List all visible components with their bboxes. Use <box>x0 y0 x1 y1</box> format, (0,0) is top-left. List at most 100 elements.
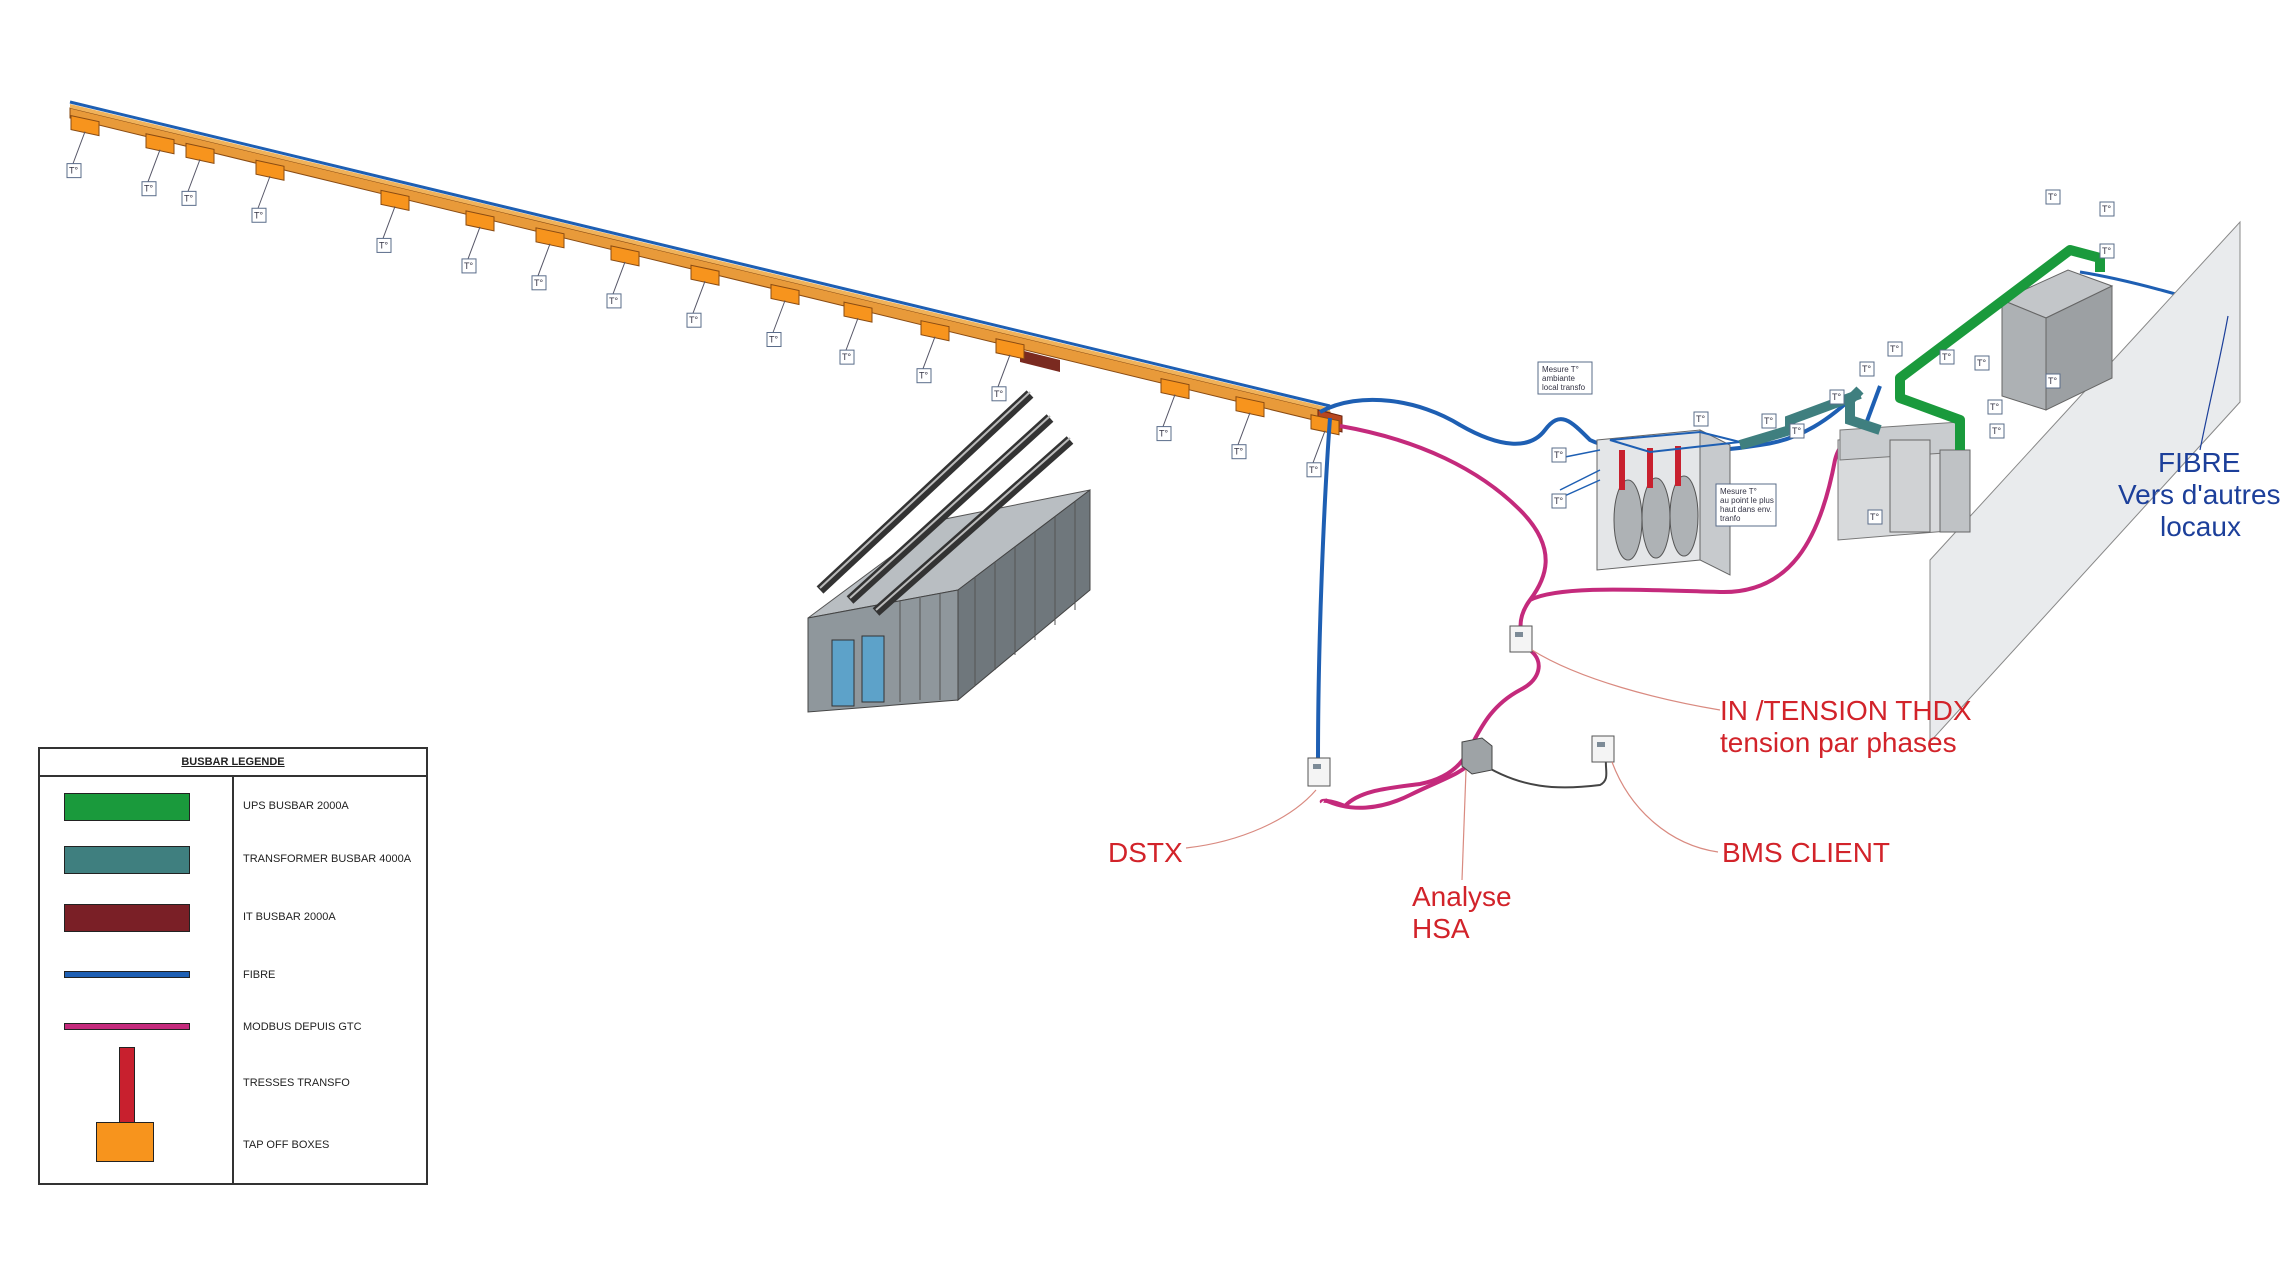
temperature-tag-label: T° <box>1992 426 2001 436</box>
temperature-tag-label: T° <box>1977 358 1986 368</box>
legend-swatch-fibre <box>64 971 190 978</box>
temperature-tag-box <box>1306 462 1322 478</box>
callout-dstx: DSTX <box>1108 837 1183 868</box>
bms-client-device <box>1591 735 1615 763</box>
tag-leader <box>922 336 936 369</box>
temperature-tag-label: T° <box>2102 204 2111 214</box>
tag-leader <box>537 243 551 276</box>
temperature-tag-label: T° <box>534 278 543 288</box>
temperature-tags: T°T°T°T°T°T°T°T°T°T°T°T°T°T°T°T°T°T°T°T°… <box>66 131 2115 525</box>
temperature-tag-label: T° <box>1792 426 1801 436</box>
callout-in-tension: IN /TENSION THDX <box>1720 695 1972 726</box>
temperature-tag-label: T° <box>769 335 778 345</box>
legend-label-tap-off-boxes: TAP OFF BOXES <box>243 1139 330 1151</box>
temperature-tag-box <box>1156 426 1172 442</box>
temperature-tag-label: T° <box>254 210 263 220</box>
temperature-tag-box <box>686 312 702 328</box>
tap-off-box <box>995 338 1025 360</box>
server-racks <box>807 390 1091 713</box>
callout-analyse: Analyse <box>1412 881 1512 912</box>
temperature-tag-box <box>1693 411 1709 427</box>
svg-text:Mesure T°: Mesure T° <box>1542 365 1579 374</box>
svg-text:ambiante: ambiante <box>1542 374 1575 383</box>
tag-leader <box>72 131 86 164</box>
temperature-tag-box <box>606 293 622 309</box>
legend-label-fibre: FIBRE <box>243 969 276 981</box>
legend-divider <box>232 775 234 1185</box>
bms-link-line <box>1475 759 1608 789</box>
temperature-tag-box <box>916 368 932 384</box>
callout-leaders <box>1185 315 2229 881</box>
svg-text:au point le plus: au point le plus <box>1720 496 1774 505</box>
callout-tension-phases: tension par phases <box>1720 727 1957 758</box>
tag-leader <box>772 300 786 333</box>
temperature-tag-box <box>766 332 782 348</box>
temperature-tag-label: T° <box>1234 447 1243 457</box>
tap-off-box <box>1235 396 1265 418</box>
temperature-tag-box <box>1551 447 1567 463</box>
callout-hsa: HSA <box>1412 913 1470 944</box>
temperature-tag-label: T° <box>2102 246 2111 256</box>
temperature-tag-box <box>66 163 82 179</box>
temperature-tag-box <box>2099 243 2115 259</box>
note-haut-l2: au point le plus <box>1720 496 1774 505</box>
legend-label-modbus: MODBUS DEPUIS GTC <box>243 1021 362 1033</box>
temperature-tag-label: T° <box>609 296 618 306</box>
temperature-tag-box <box>2099 201 2115 217</box>
temperature-tag-label: T° <box>1990 402 1999 412</box>
temperature-tag-label: T° <box>1554 496 1563 506</box>
callout-fibre: FIBRE <box>2158 447 2240 478</box>
tag-leader <box>997 354 1011 387</box>
temperature-tag-box <box>1859 361 1875 377</box>
temperature-tag-box <box>991 386 1007 402</box>
tap-off-box <box>255 159 285 181</box>
it-busbar-run <box>69 100 1343 433</box>
tap-off-box <box>465 210 495 232</box>
temperature-tag-box <box>141 181 157 197</box>
legend-label-it-busbar: IT BUSBAR 2000A <box>243 911 336 923</box>
temperature-tag-box <box>1887 341 1903 357</box>
tap-off-box <box>690 264 720 286</box>
note-ambiante-l1: Mesure T° <box>1542 365 1579 374</box>
temperature-tag-label: T° <box>1870 512 1879 522</box>
tag-leader <box>467 226 481 260</box>
note-mesure-ambiante: Mesure T° ambiante local transfo <box>1537 361 1593 395</box>
legend-swatch-tap-off-boxes <box>96 1122 154 1162</box>
tag-leader <box>612 261 626 295</box>
temperature-tag-box <box>1939 349 1955 365</box>
temperature-tag-box <box>1551 493 1567 509</box>
tap-off-box <box>920 320 950 342</box>
legend-swatch-transformer-busbar <box>64 846 190 874</box>
temperature-tag-label: T° <box>1696 414 1705 424</box>
busbar-legend: BUSBAR LEGENDE UPS BUSBAR 2000A TRANSFOR… <box>38 747 428 1185</box>
tap-off-box <box>535 227 565 249</box>
temperature-tag-label: T° <box>1890 344 1899 354</box>
svg-text:haut dans env.: haut dans env. <box>1720 505 1772 514</box>
tap-off-box <box>610 245 640 267</box>
temperature-tag-box <box>1989 423 2005 439</box>
tap-off-boxes <box>70 115 1340 436</box>
temperature-tag-box <box>1867 509 1883 525</box>
temperature-tag-box <box>251 207 267 223</box>
temperature-tag-box <box>181 190 197 206</box>
legend-label-tresses-transfo: TRESSES TRANSFO <box>243 1077 350 1089</box>
legend-item-transformer-busbar: TRANSFORMER BUSBAR 4000A <box>40 842 426 882</box>
legend-item-it-busbar: IT BUSBAR 2000A <box>40 900 426 940</box>
temperature-tag-label: T° <box>1832 392 1841 402</box>
tap-off-box <box>145 133 175 155</box>
legend-title: BUSBAR LEGENDE <box>40 749 426 777</box>
temperature-tag-label: T° <box>1309 465 1318 475</box>
legend-item-modbus: MODBUS DEPUIS GTC <box>40 1011 426 1051</box>
callout-bms-client: BMS CLIENT <box>1722 837 1890 868</box>
note-haut-l3: haut dans env. <box>1720 505 1772 514</box>
in-tension-device <box>1509 625 1533 653</box>
tap-off-box <box>1160 377 1190 400</box>
note-haut-l4: tranfo <box>1720 514 1741 523</box>
note-haut-l1: Mesure T° <box>1720 487 1757 496</box>
temperature-tag-label: T° <box>689 315 698 325</box>
tag-leader <box>257 176 271 209</box>
legend-item-ups-busbar: UPS BUSBAR 2000A <box>40 789 426 829</box>
legend-item-tresses-transfo: TRESSES TRANSFO <box>40 1037 426 1125</box>
callout-vers-autres: Vers d'autres <box>2118 479 2281 510</box>
